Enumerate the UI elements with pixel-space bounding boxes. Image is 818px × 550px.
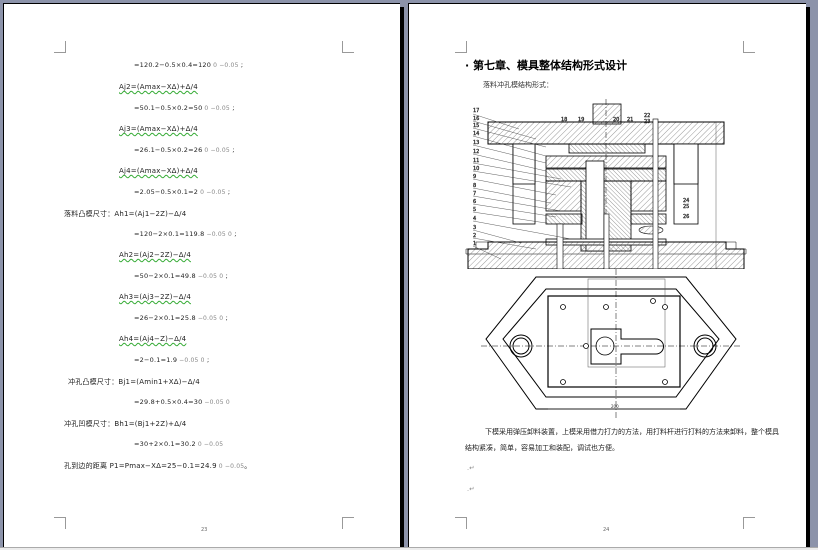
page-shadow-right bbox=[806, 7, 810, 547]
body-paragraph: 下模采用弹压卸料装置，上模采用借力打力的方法，用打料杆进行打料的方法来卸料，整个… bbox=[465, 428, 779, 452]
svg-text:19: 19 bbox=[578, 117, 584, 123]
formula-line: Aj2=(Amax−XΔ)+Δ/4 bbox=[119, 83, 198, 91]
svg-text:5: 5 bbox=[473, 207, 476, 213]
margin-corner-br bbox=[743, 517, 755, 529]
formula-line: Ah2=(Aj2−2Z)−Δ/4 bbox=[119, 251, 191, 259]
empty-paragraph-mark: .↵ bbox=[467, 464, 475, 472]
page-shadow-left bbox=[400, 7, 404, 547]
mold-section-drawing: 17 16 15 14 13 12 11 10 9 8 7 6 5 4 3 2 … bbox=[465, 99, 747, 269]
margin-corner-tr bbox=[342, 41, 354, 53]
empty-paragraph-mark: .↵ bbox=[467, 485, 475, 493]
svg-text:10: 10 bbox=[473, 166, 479, 172]
page-number: 23 bbox=[201, 527, 208, 533]
mold-plan-drawing: 200 bbox=[481, 269, 741, 419]
svg-text:8: 8 bbox=[473, 183, 476, 189]
formula-line: =26−2×0.1=25.8−0.05 0 ; bbox=[134, 314, 228, 322]
formula-line: =29.8+0.5×0.4=30−0.05 0 bbox=[134, 398, 230, 406]
formula-line: 冲孔凹模尺寸：Bh1=(Bj1+2Z)+Δ/4 bbox=[64, 420, 187, 428]
formula-line: 冲孔凸模尺寸：Bj1=(Amin1+XΔ)−Δ/4 bbox=[68, 378, 200, 386]
margin-corner-tl bbox=[54, 41, 66, 53]
svg-text:2: 2 bbox=[473, 233, 476, 239]
formula-line: Aj3=(Amax−XΔ)+Δ/4 bbox=[119, 125, 198, 133]
chapter-title: · 第七章、模具整体结构形式设计 bbox=[465, 59, 628, 72]
formula-line: =50−2×0.1=49.8−0.05 0 ; bbox=[134, 272, 228, 280]
svg-text:22: 22 bbox=[644, 113, 650, 119]
svg-text:15: 15 bbox=[473, 123, 479, 129]
svg-text:17: 17 bbox=[473, 108, 479, 114]
svg-text:4: 4 bbox=[473, 216, 476, 222]
svg-text:16: 16 bbox=[473, 116, 479, 122]
svg-text:3: 3 bbox=[473, 225, 476, 231]
svg-text:13: 13 bbox=[473, 140, 479, 146]
svg-text:11: 11 bbox=[473, 158, 479, 164]
margin-corner-br bbox=[342, 517, 354, 529]
formula-line: Ah4=(Aj4−Z)−Δ/4 bbox=[119, 335, 187, 343]
svg-text:25: 25 bbox=[683, 204, 689, 210]
horizontal-scrollbar[interactable] bbox=[0, 547, 818, 550]
svg-text:1: 1 bbox=[473, 241, 476, 247]
formula-line: Ah3=(Aj3−2Z)−Δ/4 bbox=[119, 293, 191, 301]
document-page-right: · 第七章、模具整体结构形式设计 落料冲孔模结构形式： bbox=[408, 3, 806, 547]
margin-corner-tr bbox=[743, 41, 755, 53]
svg-text:7: 7 bbox=[473, 191, 476, 197]
margin-corner-tl bbox=[455, 41, 467, 53]
svg-text:20: 20 bbox=[613, 117, 619, 123]
formula-line: 落料凸模尺寸：Ah1=(Aj1−2Z)−Δ/4 bbox=[64, 210, 187, 218]
svg-text:14: 14 bbox=[473, 131, 479, 137]
formula-line: Aj4=(Amax−XΔ)+Δ/4 bbox=[119, 167, 198, 175]
svg-text:6: 6 bbox=[473, 199, 476, 205]
formula-line: =2−0.1=1.9−0.05 0 ; bbox=[134, 356, 210, 364]
formula-line: =120−2×0.1=119.8−0.05 0 ; bbox=[134, 230, 237, 238]
svg-text:18: 18 bbox=[561, 117, 567, 123]
margin-corner-bl bbox=[455, 517, 467, 529]
svg-text:200: 200 bbox=[611, 404, 619, 409]
page-number: 24 bbox=[603, 527, 610, 533]
margin-corner-bl bbox=[54, 517, 66, 529]
svg-text:12: 12 bbox=[473, 149, 479, 155]
svg-text:26: 26 bbox=[683, 214, 689, 220]
svg-text:21: 21 bbox=[627, 117, 633, 123]
svg-text:24: 24 bbox=[683, 198, 689, 204]
drawing-caption: 落料冲孔模结构形式： bbox=[483, 81, 553, 89]
svg-text:9: 9 bbox=[473, 174, 476, 180]
svg-text:23: 23 bbox=[644, 119, 650, 125]
